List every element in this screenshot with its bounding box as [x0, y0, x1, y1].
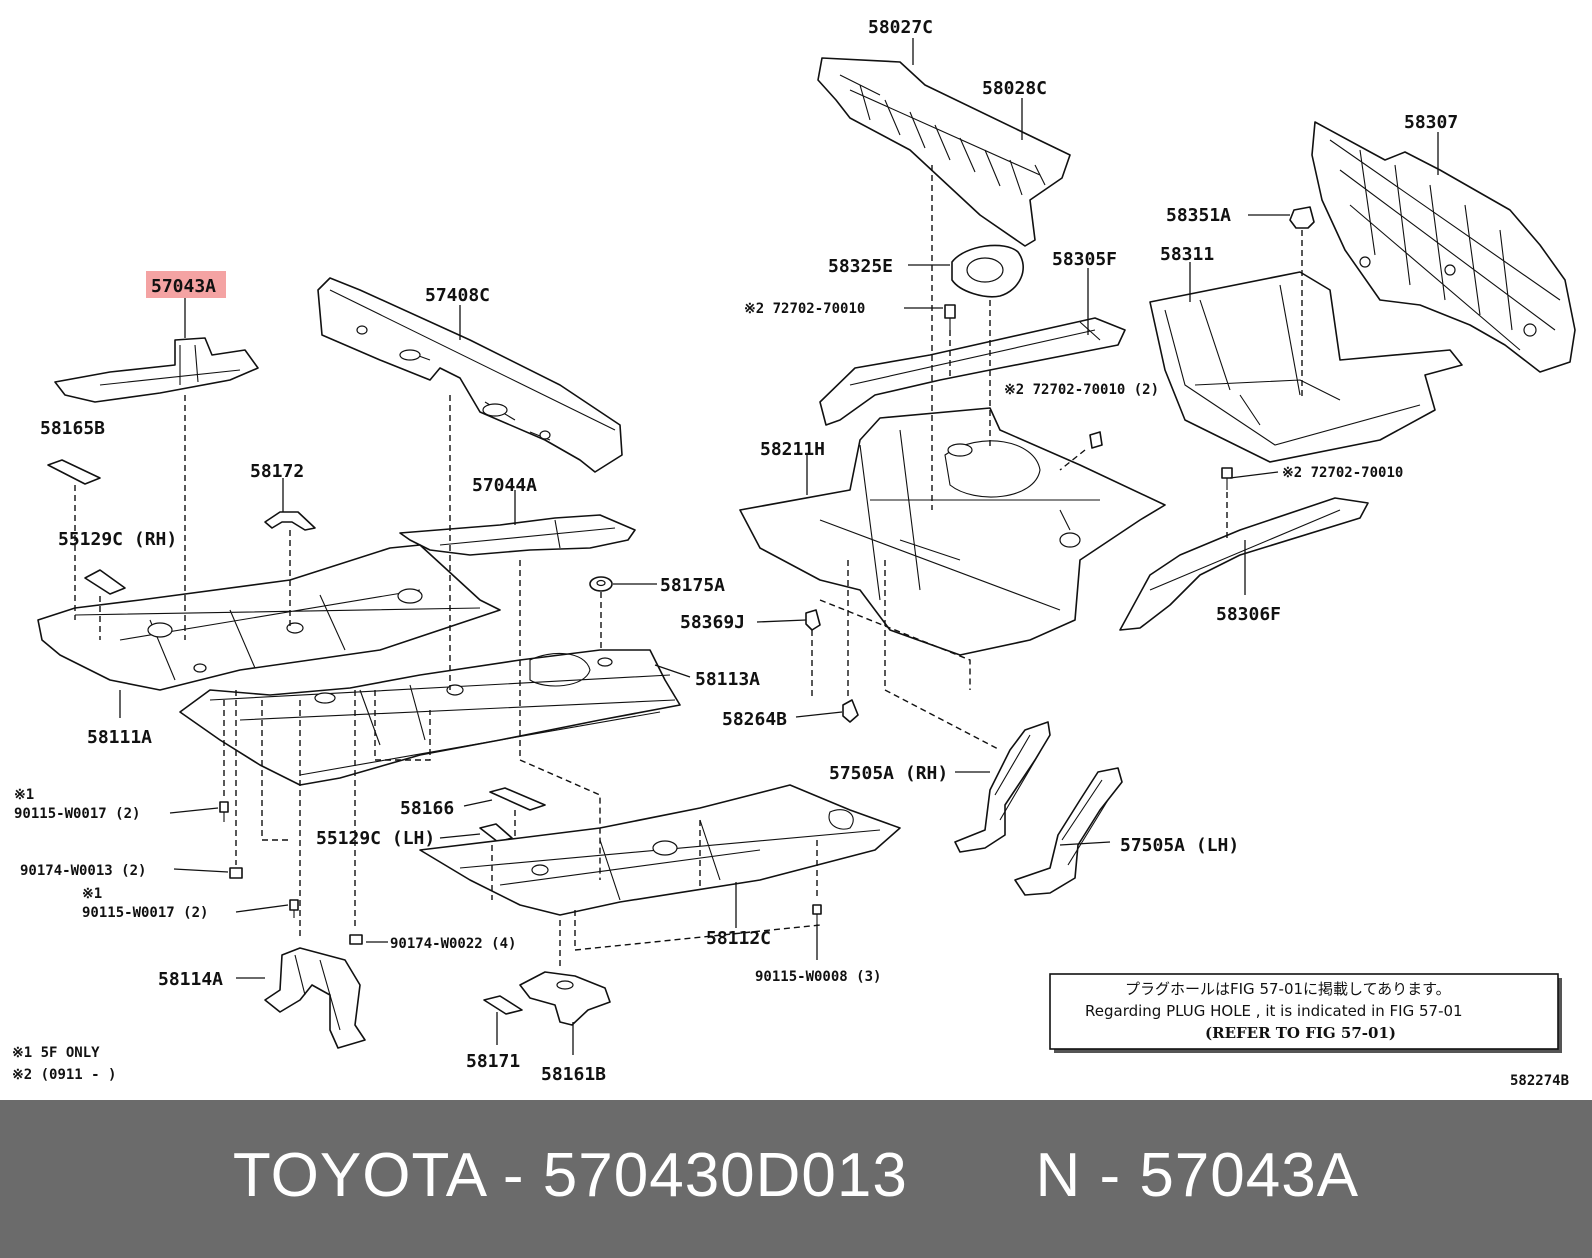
label-58211h: 58211H [760, 439, 825, 460]
floor-58111a-shape [37, 544, 501, 691]
label-mark-1a: ※1 [14, 787, 34, 803]
notice-box: プラグホールはFIG 57-01に掲載してあります。 Regarding PLU… [1049, 973, 1562, 1053]
label-55129c-rh: 55129C (RH) [58, 529, 177, 550]
rail-58305f-shape [819, 317, 1126, 426]
fasteners [219, 304, 1233, 945]
member-57505a-lh-shape [1014, 767, 1123, 896]
label-57044a: 57044A [472, 475, 537, 496]
label-fig-code: 582274B [1510, 1073, 1569, 1089]
bracket-57044a-shape [399, 514, 636, 556]
label-90115-w0008: 90115-W0008 (3) [755, 969, 881, 985]
parts-diagram: 58027C 58028C 58307 58351A 58311 58325E … [12, 17, 1576, 1089]
bracket-58114a-shape [264, 947, 366, 1049]
label-57043a: 57043A [151, 276, 216, 297]
label-57505a-lh: 57505A (LH) [1120, 835, 1239, 856]
leader-lines [119, 38, 1439, 1055]
label-58114a: 58114A [158, 969, 223, 990]
label-58027c: 58027C [868, 17, 933, 38]
brace-58027c-shape [817, 57, 1071, 247]
label-58166: 58166 [400, 798, 454, 819]
caption-text: TOYOTA - 570430D013 N - 57043A [232, 1141, 1360, 1210]
label-58165b: 58165B [40, 418, 105, 439]
bracket-57043a-shape [54, 337, 259, 403]
label-90174-w0013: 90174-W0013 (2) [20, 863, 146, 879]
label-58351a: 58351A [1166, 205, 1231, 226]
tunnel-58113a-shape [179, 649, 681, 786]
notice-line-en: Regarding PLUG HOLE , it is indicated in… [1085, 1002, 1463, 1020]
label-90115-w0017-b: 90115-W0017 (2) [82, 905, 208, 921]
label-58112c: 58112C [706, 928, 771, 949]
label-bolt-3: ※2 72702-70010 [1282, 465, 1403, 481]
spare-tub-58311-shape [1149, 271, 1463, 463]
label-58028c: 58028C [982, 78, 1047, 99]
label-58306f: 58306F [1216, 604, 1281, 625]
caption-bar: TOYOTA - 570430D013 N - 57043A [0, 1100, 1592, 1258]
label-58264b: 58264B [722, 709, 787, 730]
label-mark-1b: ※1 [82, 886, 102, 902]
rear-panel-58307-shape [1311, 121, 1576, 373]
label-note-1: ※1 5F ONLY [12, 1045, 100, 1061]
label-58325e: 58325E [828, 256, 893, 277]
part-labels: 58027C 58028C 58307 58351A 58311 58325E … [12, 17, 1569, 1089]
floor-58112c-shape [419, 784, 901, 916]
label-90115-w0017-a: 90115-W0017 (2) [14, 806, 140, 822]
plate-58165b-shape [47, 459, 101, 485]
bracket-58172-shape [264, 511, 316, 531]
label-57408c: 57408C [425, 285, 490, 306]
label-58305f: 58305F [1052, 249, 1117, 270]
label-note-2: ※2 (0911 - ) [12, 1067, 116, 1083]
label-bolt-2: ※2 72702-70010 (2) [1004, 382, 1159, 398]
bracket-58161b-shape [519, 971, 611, 1026]
plate-58166-shape [489, 787, 546, 811]
label-58311: 58311 [1160, 244, 1214, 265]
notice-line-ref: (REFER TO FIG 57-01) [1205, 1024, 1396, 1042]
label-58171: 58171 [466, 1051, 520, 1072]
assembly-lines [74, 165, 1303, 970]
label-58161b: 58161B [541, 1064, 606, 1085]
clip-58264b-shape [842, 699, 859, 723]
label-58113a: 58113A [695, 669, 760, 690]
plate-55129c-lh-shape [479, 823, 513, 843]
label-58175a: 58175A [660, 575, 725, 596]
clip-58351a-shape [1289, 206, 1315, 229]
crossmember-57408c-shape [317, 277, 623, 473]
clip-58369j-shape [805, 609, 821, 631]
label-55129c-lh: 55129C (LH) [316, 828, 435, 849]
plate-58171-shape [483, 995, 523, 1015]
label-58111a: 58111A [87, 727, 152, 748]
gasket-58325e-shape [951, 244, 1024, 298]
plate-55129c-rh-shape [84, 569, 126, 595]
label-57505a-rh: 57505A (RH) [829, 763, 948, 784]
highlight-57043a [146, 271, 226, 298]
label-bolt-1: ※2 72702-70010 [744, 301, 865, 317]
grommet-58175a-shape [589, 576, 613, 592]
member-57505a-rh-shape [954, 721, 1051, 853]
label-90174-w0022: 90174-W0022 (4) [390, 936, 516, 952]
label-58307: 58307 [1404, 112, 1458, 133]
label-58172: 58172 [250, 461, 304, 482]
rear-floor-58211h-shape [739, 407, 1166, 656]
notice-line-jp: プラグホールはFIG 57-01に掲載してあります。 [1125, 980, 1451, 998]
exploded-view: 58027C 58028C 58307 58351A 58311 58325E … [12, 17, 1576, 1089]
label-58369j: 58369J [680, 612, 745, 633]
